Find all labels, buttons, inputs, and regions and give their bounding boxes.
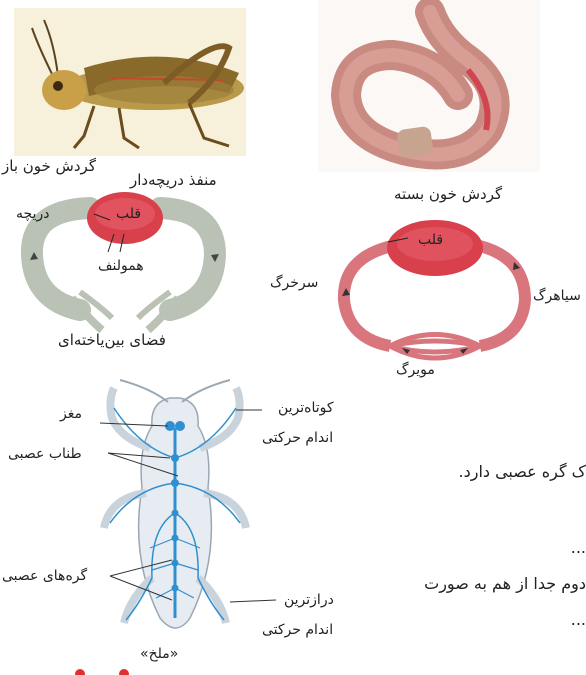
earthworm-illustration — [318, 0, 540, 172]
valve-label: دریچه — [16, 206, 49, 222]
grasshopper-illustration — [14, 8, 246, 156]
vein-label: سیاهرگ — [533, 288, 581, 304]
nervous-system-svg — [90, 378, 270, 643]
longest-limb-label: درازترین — [284, 592, 334, 608]
open-circulation-caption: گردش خون باز — [2, 158, 96, 174]
closed-heart-label: قلب — [418, 232, 443, 248]
ganglia-label: گره‌های عصبی — [2, 568, 87, 584]
valved-opening-label: منفذ دریچه‌دار — [130, 172, 217, 188]
grasshopper-image — [14, 8, 246, 156]
capillary-label: مویرگ — [396, 362, 435, 378]
hemolymph-label: همولنف — [98, 258, 144, 274]
artery-label: سرخرگ — [270, 275, 318, 291]
longest-limb-label-2: اندام حرکتی — [262, 622, 333, 638]
text-fragment-4: ... — [571, 610, 586, 629]
nervous-system-diagram — [90, 378, 270, 643]
earthworm-image — [318, 0, 540, 172]
brain-label: مغز — [60, 406, 82, 422]
grasshopper-caption: «ملخ» — [140, 646, 178, 662]
open-heart-label: قلب — [116, 206, 141, 222]
text-fragment-1: ک گره عصبی دارد. — [459, 462, 586, 481]
nerve-cord-label: طناب عصبی — [8, 446, 82, 462]
interstitial-space-label: فضای بین‌یاخته‌ای — [58, 332, 166, 348]
closed-circulation-caption: گردش خون بسته — [394, 186, 502, 202]
text-fragment-2: ... — [571, 538, 586, 557]
text-fragment-3: دوم جدا از هم به صورت — [424, 574, 586, 593]
shortest-limb-label: کوتاه‌ترین — [278, 400, 334, 416]
shortest-limb-label-2: اندام حرکتی — [262, 430, 333, 446]
